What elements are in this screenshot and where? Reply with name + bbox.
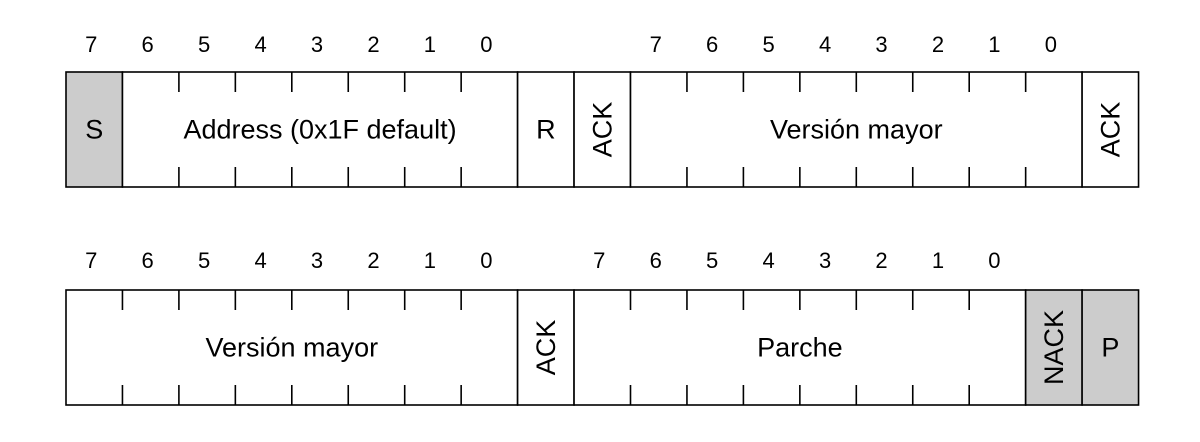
bit-number: 5 (198, 32, 210, 57)
field-box (121, 71, 519, 188)
field-box (1081, 289, 1140, 406)
field-box (65, 71, 124, 188)
bit-number: 7 (85, 248, 97, 273)
bit-number: 3 (875, 32, 887, 57)
field-versi-n-mayor: Versión mayor (65, 289, 519, 406)
bit-number: 6 (142, 32, 154, 57)
bit-number: 4 (254, 248, 266, 273)
bit-number: 1 (988, 32, 1000, 57)
field-ack: ACK (573, 71, 632, 188)
field-nack: NACK (1024, 289, 1083, 406)
field-ack: ACK (1081, 71, 1140, 188)
bit-number: 6 (706, 32, 718, 57)
bit-number: 5 (763, 32, 775, 57)
field-label: NACK (1039, 310, 1069, 385)
bit-number: 1 (424, 32, 436, 57)
field-label: Versión mayor (770, 115, 943, 145)
field-label: S (85, 115, 103, 145)
field-address-0x1f-default: Address (0x1F default) (121, 71, 519, 188)
field-box (1024, 289, 1083, 406)
bit-number: 5 (706, 248, 718, 273)
bit-number: 0 (1045, 32, 1057, 57)
field-p: P (1081, 289, 1140, 406)
bit-number: 2 (875, 248, 887, 273)
field-versi-n-mayor: Versión mayor (629, 71, 1083, 188)
field-label: ACK (587, 102, 617, 158)
bit-number: 7 (650, 32, 662, 57)
bit-number: 0 (480, 248, 492, 273)
bit-number: 0 (480, 32, 492, 57)
field-s: S (65, 71, 124, 188)
bit-number: 0 (988, 248, 1000, 273)
frame-row-2: Versión mayor ACK Parche NACK P 7 6 5 4 3 2 1 0 7 6 5 4 3… (65, 248, 1140, 406)
field-label: Versión mayor (206, 333, 379, 363)
bit-number: 4 (819, 32, 831, 57)
field-parche: Parche (573, 289, 1027, 406)
bit-number: 1 (424, 248, 436, 273)
field-label: Address (0x1F default) (183, 115, 456, 145)
field-label: R (536, 115, 556, 145)
bit-number: 3 (311, 248, 323, 273)
bit-number: 2 (367, 32, 379, 57)
bit-number: 2 (932, 32, 944, 57)
field-ack: ACK (516, 289, 575, 406)
field-box (516, 289, 575, 406)
bit-number: 3 (311, 32, 323, 57)
bit-number: 3 (819, 248, 831, 273)
bit-number: 6 (142, 248, 154, 273)
field-box (573, 71, 632, 188)
bit-number: 5 (198, 248, 210, 273)
bit-number: 7 (593, 248, 605, 273)
field-label: Parche (757, 333, 843, 363)
field-box (516, 71, 575, 188)
bit-number: 7 (85, 32, 97, 57)
field-box (1081, 71, 1140, 188)
bit-number: 4 (254, 32, 266, 57)
bit-number: 1 (932, 248, 944, 273)
bit-number: 6 (650, 248, 662, 273)
frame-row-1: S Address (0x1F default) R ACK Versión mayor… (65, 32, 1140, 188)
field-label: P (1101, 333, 1119, 363)
field-label: ACK (1095, 102, 1125, 158)
bit-number: 2 (367, 248, 379, 273)
bit-number: 4 (763, 248, 775, 273)
field-label: ACK (531, 320, 561, 376)
field-r: R (516, 71, 575, 188)
